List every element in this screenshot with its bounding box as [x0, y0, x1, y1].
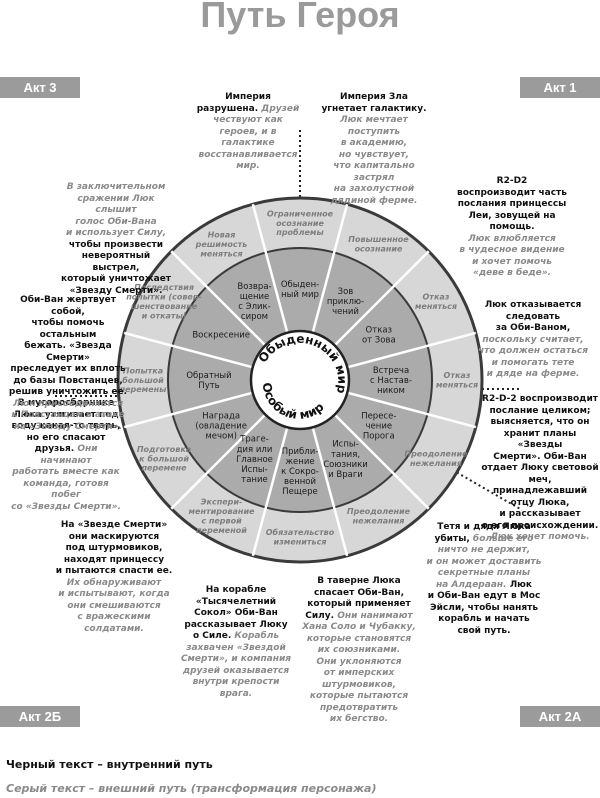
page-title: Путь Героя — [200, 0, 400, 35]
sector-divider — [333, 250, 430, 347]
inner-stage-label: Воскресение — [192, 330, 250, 340]
note-refusal-of-call: Люк отказывается следовать за Оби-Ваном,… — [478, 300, 588, 379]
sector-divider — [311, 203, 349, 333]
note-reward: В мусоросборнике Люка утягивает под воду… — [11, 398, 121, 512]
note-ordeal: На «Звезде Смерти» они маскируются под ш… — [55, 520, 173, 634]
sector-divider — [251, 427, 289, 557]
sector-divider — [123, 331, 253, 369]
legend-gray-text: Серый текст – внешний путь (трансформаци… — [6, 782, 377, 795]
inner-stage-label: Обыден-ный мир — [281, 280, 319, 300]
note-approach-cave: На корабле «Тысячелетний Сокол» Оби-Ван … — [180, 585, 292, 699]
legend-black-text: Черный текст – внутренний путь — [6, 758, 213, 771]
note-return-elixir: Империя разрушена. Друзей чествуют как г… — [196, 92, 300, 171]
sector-divider — [170, 250, 267, 347]
act-2a-badge: Акт 2А — [520, 706, 600, 727]
sector-divider — [251, 203, 289, 333]
sector-divider — [347, 331, 477, 369]
sector-divider — [333, 413, 430, 510]
sector-divider — [123, 391, 253, 429]
sector-divider — [311, 427, 349, 557]
sector-divider — [347, 391, 477, 429]
ring-dividers — [123, 203, 477, 557]
act-2b-badge: Акт 2Б — [0, 706, 80, 727]
sector-divider — [170, 413, 267, 510]
note-road-back: Оби-Ван жертвует собой, чтобы помочь ост… — [8, 295, 128, 432]
center-circle — [249, 329, 351, 431]
note-call-to-adventure: R2-D2 воспроизводит часть послания принц… — [457, 176, 567, 278]
note-crossing-threshold: Тетя и дядя Люка убиты, больше его ничто… — [426, 522, 542, 636]
note-tests-allies-enemies: В таверне Люка спасает Оби-Ван, который … — [302, 576, 416, 724]
note-ordinary-world: Империя Зла угнетает галактику.Люк мечта… — [321, 92, 427, 206]
note-resurrection: В заключительном сражении Люк слышит гол… — [60, 182, 172, 296]
note-meeting-mentor: R2-D-2 воспроизводит послание целиком; в… — [481, 394, 599, 542]
act-1-badge: Акт 1 — [520, 77, 600, 98]
act-3-badge: Акт 3 — [0, 77, 80, 98]
